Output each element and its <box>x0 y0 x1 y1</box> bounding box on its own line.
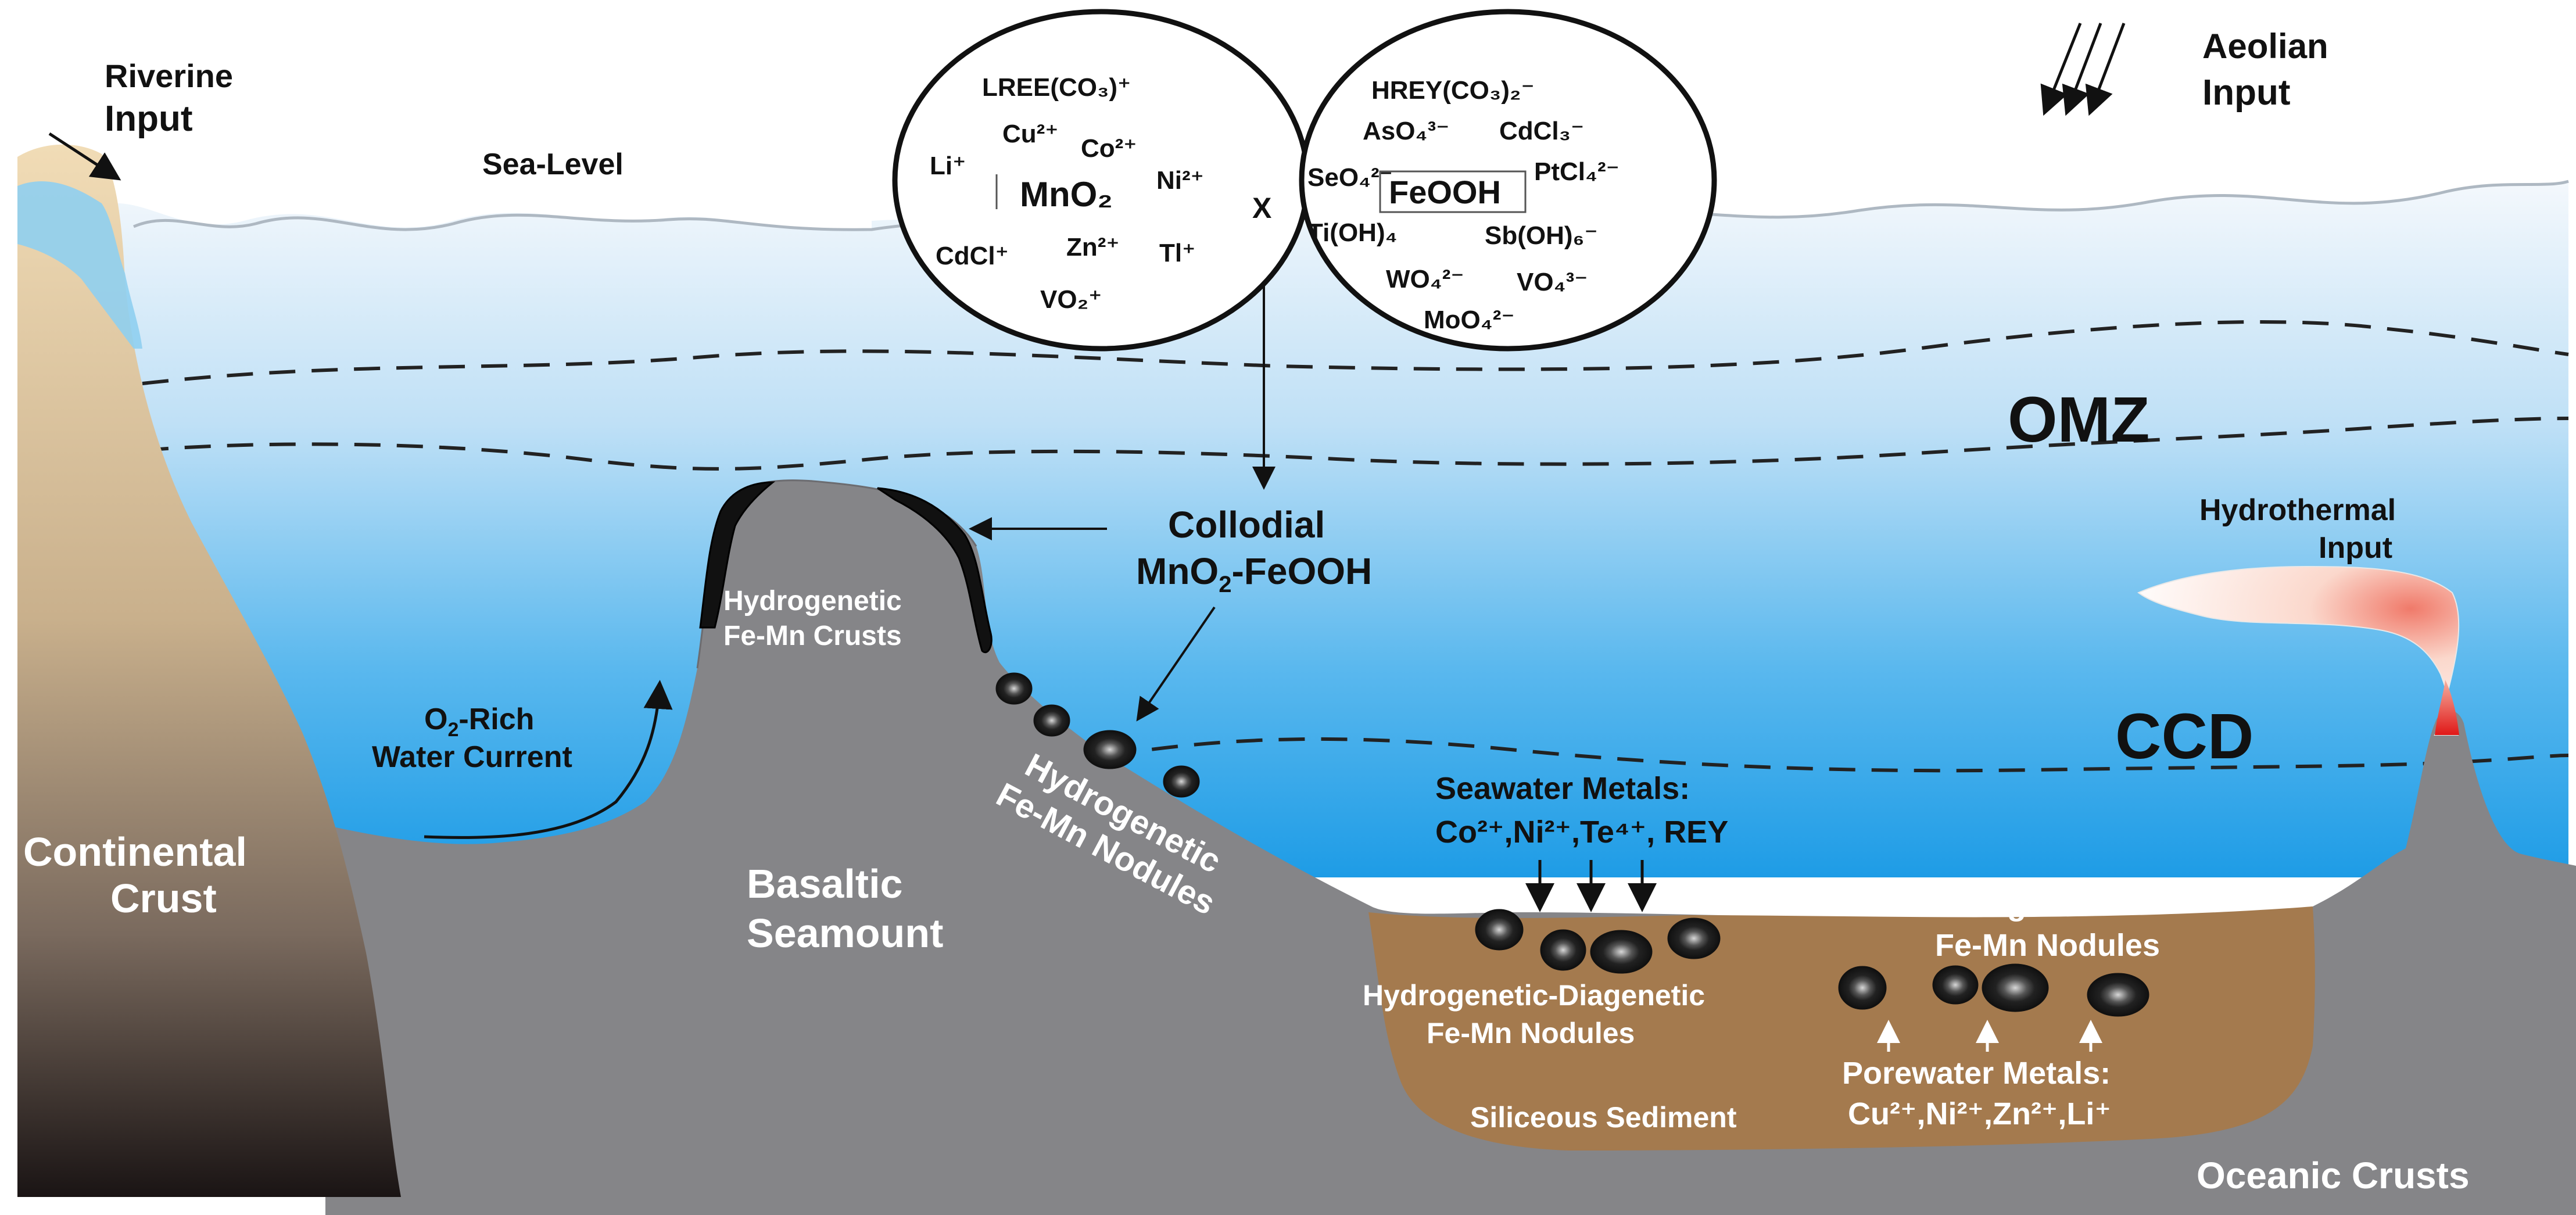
siliceous-sediment-label: Siliceous Sediment <box>1470 1101 1737 1134</box>
feooh-adsorption-circle: FeOOH HREY(CO₃)₂⁻ AsO₄³⁻ CdCl₃⁻ SeO₄²⁻ P… <box>1299 9 1717 352</box>
hydrothermal-vent <box>2435 680 2459 735</box>
riverine-label: Riverine <box>105 58 233 94</box>
diagenetic-nodules <box>1838 963 2149 1017</box>
mno2-species-cu: Cu²⁺ <box>1002 120 1059 148</box>
ccd-boundary <box>1109 737 2569 773</box>
mno2-center: MnO₂ <box>1020 175 1113 214</box>
water-current-arrow <box>424 680 673 839</box>
seamount-label: Basaltic <box>747 861 902 906</box>
omz-upper-boundary <box>142 320 2569 385</box>
mno2-species-cdcl: CdCl⁺ <box>936 242 1009 270</box>
crusts-label-2: Fe-Mn Crusts <box>723 621 902 651</box>
mno2-species-co: Co²⁺ <box>1081 134 1137 163</box>
mno2-species-zn: Zn²⁺ <box>1066 233 1120 261</box>
feooh-species-tioh4: Ti(OH)₄ <box>1307 218 1398 247</box>
continental-label: Continental <box>23 829 247 874</box>
mno2-species-li: Li⁺ <box>930 152 966 180</box>
feooh-center: FeOOH <box>1389 174 1501 210</box>
feooh-species-ptcl4: PtCl₄²⁻ <box>1534 157 1620 186</box>
hydrothermal-label: Hydrothermal <box>2199 493 2396 527</box>
diagenetic-nodules-label: Diagenetic <box>1958 887 2117 922</box>
water-current-label-2: Water Current <box>372 740 572 774</box>
porewater-metal-arrows <box>1877 1020 2102 1052</box>
seawater-metal-arrows <box>1525 860 1657 912</box>
colloidal-species-label: MnO2-FeOOH <box>1136 550 1372 597</box>
seawater-metals-label: Seawater Metals: <box>1435 771 1690 806</box>
aeolian-arrows <box>2040 23 2126 116</box>
continental-crust <box>17 144 401 1197</box>
oceanic-crusts-label: Oceanic Crusts <box>2197 1155 2470 1196</box>
fe-mn-crust-right <box>877 487 993 653</box>
feooh-species-wo4: WO₄²⁻ <box>1386 265 1464 293</box>
hd-nodules-label-2: Fe-Mn Nodules <box>1427 1017 1635 1049</box>
mno2-species-tl: Tl⁺ <box>1159 239 1195 267</box>
aeolian-label: Aeolian <box>2202 27 2328 66</box>
feooh-species-cdcl3: CdCl₃⁻ <box>1499 117 1584 145</box>
feooh-species-sboh6: Sb(OH)₆⁻ <box>1485 221 1598 250</box>
feooh-species-moo4: MoO₄²⁻ <box>1424 306 1515 334</box>
porewater-metals-label: Porewater Metals: <box>1842 1056 2111 1091</box>
crusts-label: Hydrogenetic <box>723 586 902 617</box>
hydrogenetic-diagenetic-nodules <box>1475 909 1721 974</box>
feooh-species-aso4: AsO₄³⁻ <box>1363 117 1449 145</box>
porewater-metals-species: Cu²⁺,Ni²⁺,Zn²⁺,Li⁺ <box>1848 1096 2111 1131</box>
river-water <box>17 181 142 349</box>
continental-label-2: Crust <box>110 876 217 921</box>
colloid-to-nodule-arrow <box>1136 606 1216 722</box>
fe-mn-crust-left <box>699 481 776 629</box>
seamount-label-2: Seamount <box>747 911 943 956</box>
x-mark: X <box>1252 192 1271 224</box>
ccd-label: CCD <box>2115 701 2253 772</box>
aeolian-input-label: Input <box>2202 73 2291 113</box>
diagenetic-nodules-label-2: Fe-Mn Nodules <box>1935 928 2160 963</box>
hydrothermal-input-label: Input <box>2319 531 2392 565</box>
riverine-arrow <box>48 132 121 181</box>
riverine-input-label: Input <box>105 99 193 139</box>
hd-nodules-label: Hydrogenetic-Diagenetic <box>1363 979 1705 1012</box>
water-current-label: O2-Rich <box>424 703 534 741</box>
mno2-adsorption-circle: MnO₂ LREE(CO₃)⁺ Cu²⁺ Co²⁺ Li⁺ Ni²⁺ CdCl⁺… <box>892 9 1310 352</box>
mno2-species-ni: Ni²⁺ <box>1156 166 1204 195</box>
mno2-species-vo2: VO₂⁺ <box>1040 285 1102 314</box>
seawater-metals-species: Co²⁺,Ni²⁺,Te⁴⁺, REY <box>1435 815 1728 850</box>
feooh-species-seo4: SeO₄²⁻ <box>1307 163 1393 192</box>
omz-lower-boundary <box>142 417 2569 471</box>
mno2-species-lree: LREE(CO₃)⁺ <box>982 73 1131 102</box>
colloidal-label: Collodial <box>1168 504 1325 546</box>
feooh-species-hrey: HREY(CO₃)₂⁻ <box>1371 76 1535 105</box>
omz-label: OMZ <box>2008 384 2149 456</box>
sea-level-label: Sea-Level <box>482 148 624 181</box>
hydrogenetic-nodules-slope <box>995 672 1200 798</box>
feooh-species-vo4: VO₄³⁻ <box>1517 268 1588 296</box>
